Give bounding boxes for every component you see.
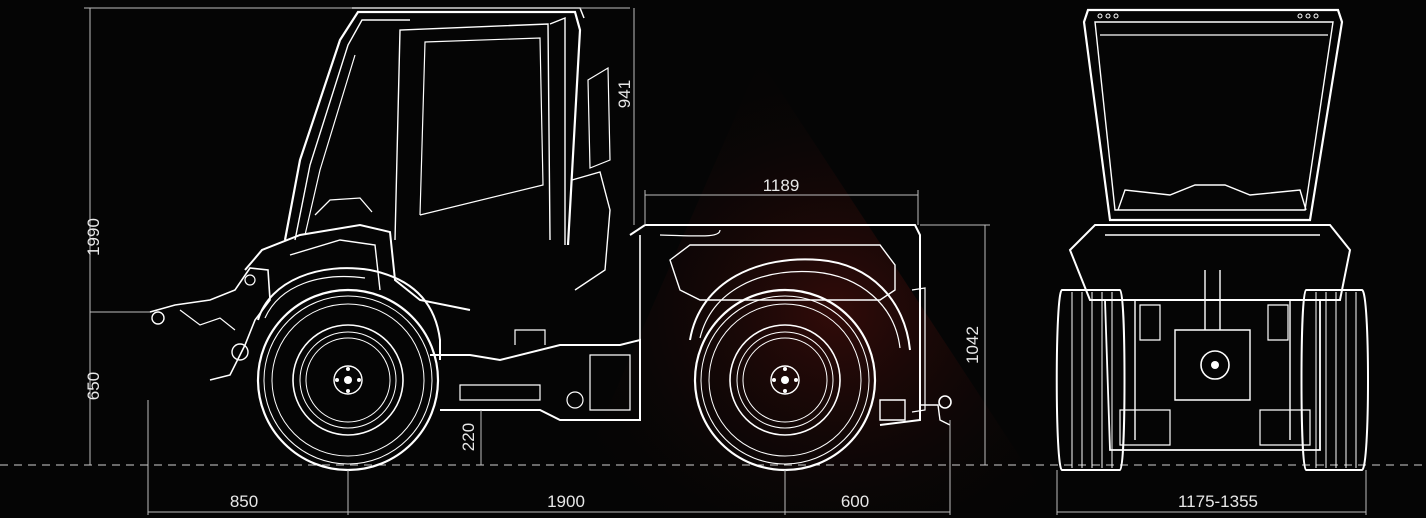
dim-track-width: 1175-1355 bbox=[1178, 492, 1258, 511]
rear-wheel bbox=[693, 288, 877, 472]
dim-rear-overhang: 600 bbox=[841, 492, 869, 511]
dim-cab-height: 941 bbox=[615, 80, 634, 108]
dimension-lines bbox=[84, 7, 1367, 515]
dim-platform-height: 1042 bbox=[963, 326, 982, 364]
dim-wheelbase: 1900 bbox=[547, 492, 585, 511]
dim-platform-length: 1189 bbox=[763, 176, 800, 195]
dim-ground-clearance: 220 bbox=[459, 423, 478, 451]
background-glow bbox=[560, 60, 1060, 518]
tractor-rear-view bbox=[1055, 8, 1369, 471]
dim-front-overhang: 850 bbox=[230, 492, 258, 511]
dim-total-height: 1990 bbox=[84, 218, 103, 256]
dim-hitch-height: 650 bbox=[84, 372, 103, 400]
